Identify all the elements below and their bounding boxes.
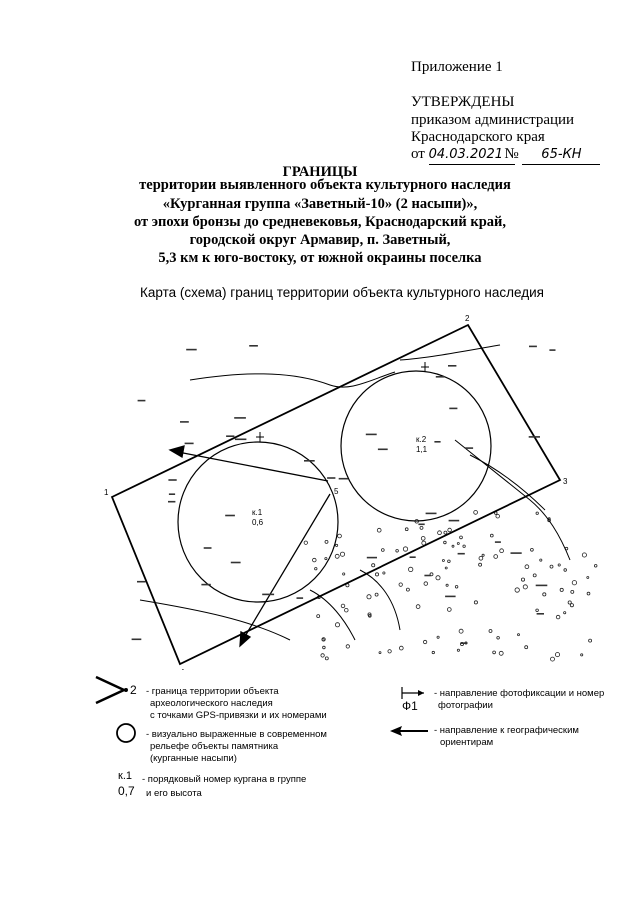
kurgan-2-circle [340, 370, 492, 522]
legend-boundary-text-3: с точками GPS-привязки и их номерами [150, 710, 327, 721]
legend-boundary-text-2: археологического наследия [150, 698, 273, 709]
legend-boundary-text-1: - граница территории объекта [146, 686, 279, 697]
geo-direction-arrows [168, 445, 331, 648]
title-line-2: территории выявленного объекта культурно… [139, 177, 511, 193]
appendix-label: Приложение 1 [411, 59, 503, 75]
kurgan-1-circle [177, 441, 339, 603]
elevation-marks [131, 345, 556, 644]
approved-label: УТВЕРЖДЕНЫ [411, 94, 515, 110]
title-line-5: городской округ Армавир, п. Заветный, [189, 232, 451, 248]
boundary-point-2: 2 [465, 314, 470, 323]
boundary-point-5: 5 [334, 487, 339, 496]
legend-number-text-1: - порядковый номер кургана в группе [142, 774, 307, 785]
number-sign: № [504, 146, 519, 162]
order-line-1: приказом администрации [411, 112, 575, 128]
title-line-4: от эпохи бронзы до средневековья, Красно… [133, 214, 507, 230]
kurgan-2-height: 1,1 [416, 445, 428, 454]
legend-geo-text-1: - направление к географическим [434, 725, 579, 736]
order-date-line: от 04.03.2021 № 65-КН [411, 145, 601, 165]
legend-number-height: 0,7 [118, 784, 135, 798]
boundary-map: 1 2 3 4 5 к.1 0,6 к.2 1,1 [104, 314, 598, 670]
number-handwritten: 65-КН [522, 146, 601, 165]
legend-boundary-point: 2 [130, 683, 137, 697]
title-line-3: «Курганная группа «Заветный-10» (2 насып… [162, 196, 478, 212]
legend-mound-text-2: рельефе объекты памятника [150, 741, 279, 752]
contour-lines [139, 344, 571, 641]
legend-geo-text-2: ориентирам [440, 737, 494, 748]
terrain-hatching [303, 510, 598, 662]
date-handwritten: 04.03.2021 [428, 146, 515, 165]
title-line-6: 5,3 км к юго-востоку, от южной окраины п… [158, 250, 482, 266]
date-prefix: от [411, 146, 425, 162]
kurgan-2-label: к.2 [416, 435, 427, 444]
boundary-point-1: 1 [104, 488, 109, 497]
photo-direction-markers [256, 362, 429, 442]
legend-photo-text-1: - направление фотофиксации и номер [434, 688, 605, 699]
legend-photo-label: Ф1 [402, 699, 418, 713]
legend-mound-text-1: - визуально выраженные в современном [146, 729, 327, 740]
kurgan-1-label: к.1 [252, 508, 263, 517]
order-line-2: Краснодарского края [411, 129, 545, 145]
legend-number-text-2: и его высота [146, 788, 202, 799]
legend-boundary-symbol [95, 675, 128, 705]
legend-geo-arrow-icon [390, 726, 428, 736]
legend-photo-text-2: фотографии [438, 700, 493, 711]
boundary-point-4: 4 [180, 668, 185, 670]
legend-photo-icon [401, 687, 424, 699]
boundary-polygon [110, 323, 562, 666]
legend-mound-text-3: (курганные насыпи) [150, 753, 237, 764]
title-line-1: ГРАНИЦЫ [282, 164, 358, 180]
kurgan-1-height: 0,6 [252, 518, 264, 527]
legend-mound-icon [116, 723, 136, 743]
map-caption: Карта (схема) границ территории объекта … [140, 285, 544, 300]
boundary-point-3: 3 [563, 477, 568, 486]
legend-number-label: к.1 [118, 770, 132, 782]
